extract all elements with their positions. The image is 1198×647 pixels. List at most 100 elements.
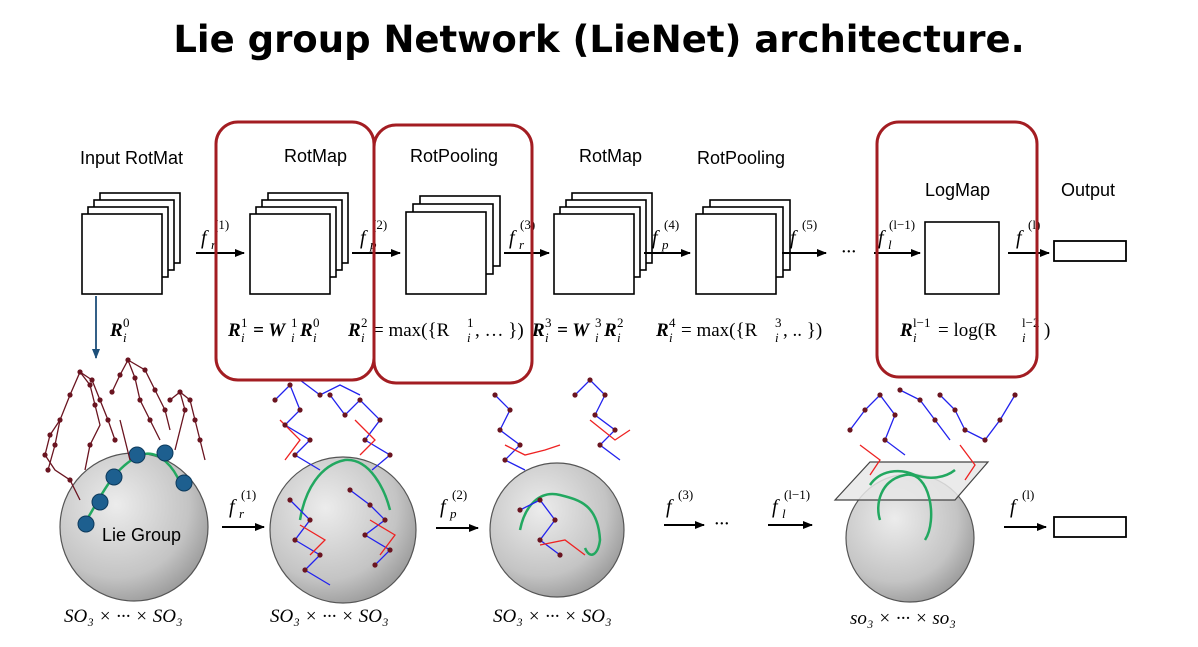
formula-r3: R i 3 = W i 3 R i 2 <box>531 315 624 345</box>
svg-text:i: i <box>913 330 917 345</box>
stage-label-rotmap-1: RotMap <box>284 146 347 166</box>
svg-text:f: f <box>772 496 780 518</box>
curve-logmap-sphere <box>877 473 933 541</box>
stage-label-rotpooling-2: RotPooling <box>697 148 785 168</box>
svg-text:r: r <box>519 237 525 252</box>
group-label-3: SO₃ × ··· × SO₃ <box>493 606 612 627</box>
svg-text:l: l <box>888 237 892 252</box>
svg-text:f: f <box>360 227 368 249</box>
svg-text:p: p <box>661 237 669 252</box>
svg-text:f: f <box>790 227 798 249</box>
curve-logmap-plane <box>868 468 956 486</box>
stage-label-rotpooling-1: RotPooling <box>410 146 498 166</box>
svg-text:r: r <box>239 506 245 521</box>
svg-text:f: f <box>509 227 517 249</box>
tangent-plane <box>833 461 990 501</box>
page-title: Lie group Network (LieNet) architecture. <box>173 18 1025 61</box>
stage-label-input: Input RotMat <box>80 148 183 168</box>
svg-text:l−2: l−2 <box>1022 315 1039 330</box>
svg-text:(l): (l) <box>1022 487 1034 502</box>
svg-text:i: i <box>1022 330 1026 345</box>
arrow-label-bottom-3: f (3) <box>666 487 693 518</box>
svg-text:(5): (5) <box>802 217 817 232</box>
matrix-stack-rotpooling-1 <box>405 195 501 295</box>
stage-label-rotmap-2: RotMap <box>579 146 642 166</box>
svg-text:i: i <box>241 330 245 345</box>
lie-group-points <box>77 444 193 533</box>
sphere-rotmap <box>269 456 417 604</box>
svg-text:(l−1): (l−1) <box>784 487 810 502</box>
svg-text:f: f <box>652 227 660 249</box>
formula-r2: R i 2 = max({R i 1 , … }) <box>347 315 524 345</box>
svg-text:= max({R: = max({R <box>373 320 450 341</box>
svg-text:i: i <box>313 330 317 345</box>
svg-text:i: i <box>617 330 621 345</box>
svg-text:3: 3 <box>775 315 782 330</box>
svg-text:R: R <box>347 320 361 341</box>
top-dots: ··· <box>841 241 856 263</box>
formula-rl1: R i l−1 = log(R i l−2 ) <box>899 315 1050 345</box>
stage-label-output: Output <box>1061 180 1115 200</box>
svg-text:= W: = W <box>557 320 590 341</box>
svg-text:f: f <box>229 496 237 518</box>
matrix-stack-rotmap-2 <box>553 192 653 295</box>
curve-rotpooling <box>518 492 602 556</box>
svg-text:= max({R: = max({R <box>681 320 758 341</box>
arrow-label-bottom-4: f l (l−1) <box>772 487 810 521</box>
group-label-2: SO₃ × ··· × SO₃ <box>270 606 389 627</box>
skeleton-logmap <box>849 389 1016 481</box>
svg-text:i: i <box>361 330 365 345</box>
svg-text:(1): (1) <box>214 217 229 232</box>
group-label-4: so₃ × ··· × so₃ <box>850 608 956 629</box>
svg-text:1: 1 <box>291 315 298 330</box>
matrix-stack-input <box>81 192 181 295</box>
svg-text:1: 1 <box>467 315 474 330</box>
svg-text:R: R <box>899 320 913 341</box>
highlight-box-logmap <box>875 120 1039 379</box>
group-label-1: SO₃ × ··· × SO₃ <box>64 606 183 627</box>
arrow-label-bottom-1: f r (1) <box>229 487 256 521</box>
svg-text:i: i <box>775 330 779 345</box>
svg-text:): ) <box>1044 320 1050 341</box>
arrow-label-top-6: f l (l−1) <box>878 217 915 252</box>
stage-label-logmap: LogMap <box>925 180 990 200</box>
svg-text:l−1: l−1 <box>913 315 930 330</box>
arrow-label-top-5: f (5) <box>790 217 817 249</box>
svg-text:f: f <box>440 496 448 518</box>
formula-r0: R i 0 <box>109 315 130 345</box>
svg-text:i: i <box>545 330 549 345</box>
svg-text:f: f <box>878 227 886 249</box>
svg-text:2: 2 <box>617 315 624 330</box>
svg-text:3: 3 <box>545 315 552 330</box>
svg-text:i: i <box>669 330 673 345</box>
logmap-matrix <box>924 221 1000 295</box>
output-vector-bottom <box>1053 516 1127 538</box>
curve-rotmap <box>298 458 392 521</box>
svg-text:R: R <box>531 320 545 341</box>
svg-text:f: f <box>1016 227 1024 249</box>
svg-text:(l−1): (l−1) <box>889 217 915 232</box>
svg-text:f: f <box>1010 496 1018 518</box>
svg-text:(1): (1) <box>241 487 256 502</box>
svg-text:= W: = W <box>253 320 286 341</box>
svg-text:i: i <box>595 330 599 345</box>
formula-r4: R i 4 = max({R i 3 , .. }) <box>655 315 822 345</box>
arrow-label-bottom-2: f p (2) <box>440 487 467 521</box>
svg-text:3: 3 <box>595 315 602 330</box>
arrow-label-top-4: f p (4) <box>652 217 679 252</box>
svg-text:, .. }): , .. }) <box>783 320 822 341</box>
highlight-box-rotpooling <box>372 123 534 385</box>
svg-text:1: 1 <box>241 315 248 330</box>
svg-text:R: R <box>299 320 313 341</box>
svg-text:2: 2 <box>361 315 368 330</box>
bottom-dots: ··· <box>714 513 729 535</box>
lie-group-label: Lie Group <box>102 525 181 545</box>
svg-text:R: R <box>109 320 123 341</box>
svg-text:R: R <box>603 320 617 341</box>
svg-text:l: l <box>782 506 786 521</box>
svg-text:(3): (3) <box>678 487 693 502</box>
svg-text:0: 0 <box>313 315 320 330</box>
sphere-rotpooling <box>489 462 625 598</box>
output-vector-top <box>1053 240 1127 262</box>
